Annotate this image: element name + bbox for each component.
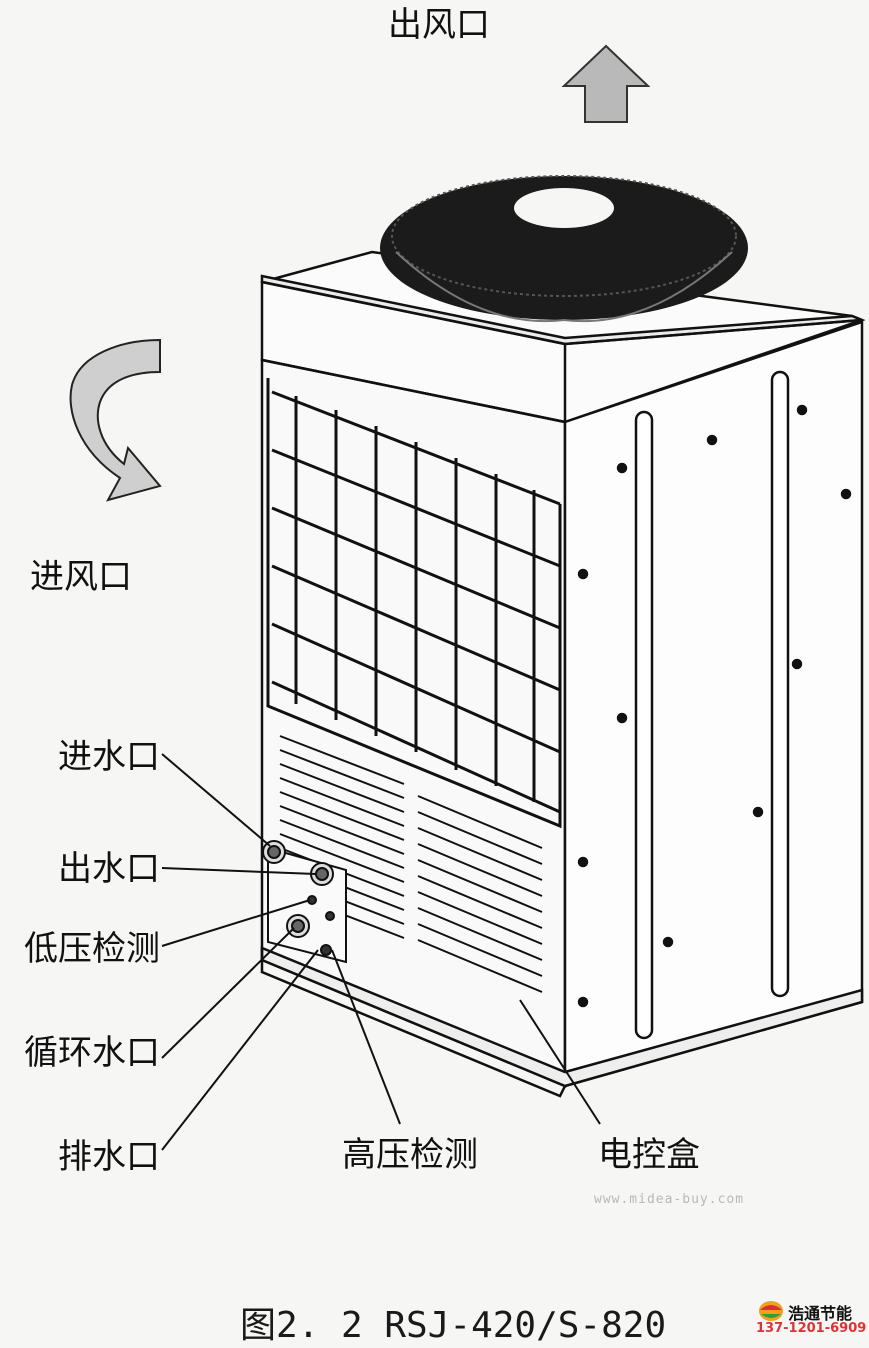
fan-guard: [380, 175, 748, 323]
louvre-panel-right: [417, 795, 543, 993]
brand-logo-icon: [759, 1301, 783, 1321]
label-air-outlet: 出风口: [388, 5, 490, 45]
condenser-grille: [266, 378, 562, 829]
leader-lines: [161, 753, 601, 1151]
label-low-pressure-test: 低压检测: [24, 929, 160, 969]
unit-body: [260, 250, 866, 1098]
watermark-text: www.midea-buy.com: [594, 1192, 745, 1207]
brand-badge: 浩通节能 137-1201-6909: [752, 1296, 866, 1340]
brand-phone: 137-1201-6909: [756, 1321, 867, 1336]
air-inlet-arrow-icon: [69, 338, 162, 502]
label-drain-port: 排水口: [58, 1137, 160, 1177]
label-high-pressure-test: 高压检测: [342, 1135, 478, 1175]
label-control-box: 电控盒: [598, 1135, 700, 1175]
label-circulation-port: 循环水口: [24, 1033, 160, 1073]
air-outlet-arrow-icon: [561, 44, 651, 123]
figure-caption: 图2. 2 RSJ-420/S-820: [240, 1305, 667, 1346]
brand-name: 浩通节能: [788, 1304, 853, 1323]
label-air-inlet: 进风口: [30, 557, 132, 597]
label-water-outlet: 出水口: [58, 849, 160, 889]
label-water-inlet: 进水口: [58, 737, 160, 777]
